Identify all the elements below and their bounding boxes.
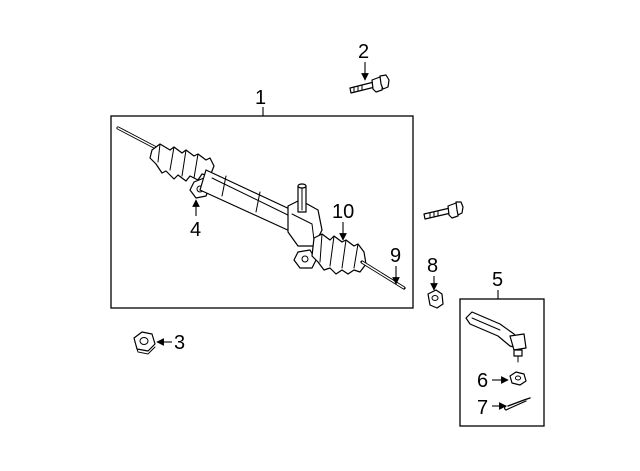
tie-rod-end-box bbox=[459, 298, 545, 427]
nut-part-3[interactable] bbox=[133, 331, 156, 355]
callout-9[interactable]: 9 bbox=[390, 245, 401, 267]
callout-10[interactable]: 10 bbox=[332, 201, 354, 223]
tie-rod-end[interactable] bbox=[465, 311, 527, 363]
nut-part-6[interactable] bbox=[509, 371, 527, 386]
steering-rack[interactable] bbox=[116, 126, 406, 290]
bolt-part-2[interactable] bbox=[349, 74, 390, 94]
callout-6[interactable]: 6 bbox=[477, 370, 488, 392]
callout-8[interactable]: 8 bbox=[427, 255, 438, 277]
callout-1[interactable]: 1 bbox=[255, 87, 266, 109]
steering-gear-assembly-box bbox=[110, 115, 414, 309]
nut-part-8[interactable] bbox=[427, 289, 444, 309]
callout-2[interactable]: 2 bbox=[358, 41, 369, 63]
callout-5[interactable]: 5 bbox=[492, 269, 503, 291]
callout-3[interactable]: 3 bbox=[174, 332, 185, 354]
mounting-bolt[interactable] bbox=[423, 201, 464, 220]
cotter-pin-part-7[interactable] bbox=[503, 397, 531, 411]
callout-4[interactable]: 4 bbox=[190, 219, 201, 241]
callout-7[interactable]: 7 bbox=[477, 397, 488, 419]
